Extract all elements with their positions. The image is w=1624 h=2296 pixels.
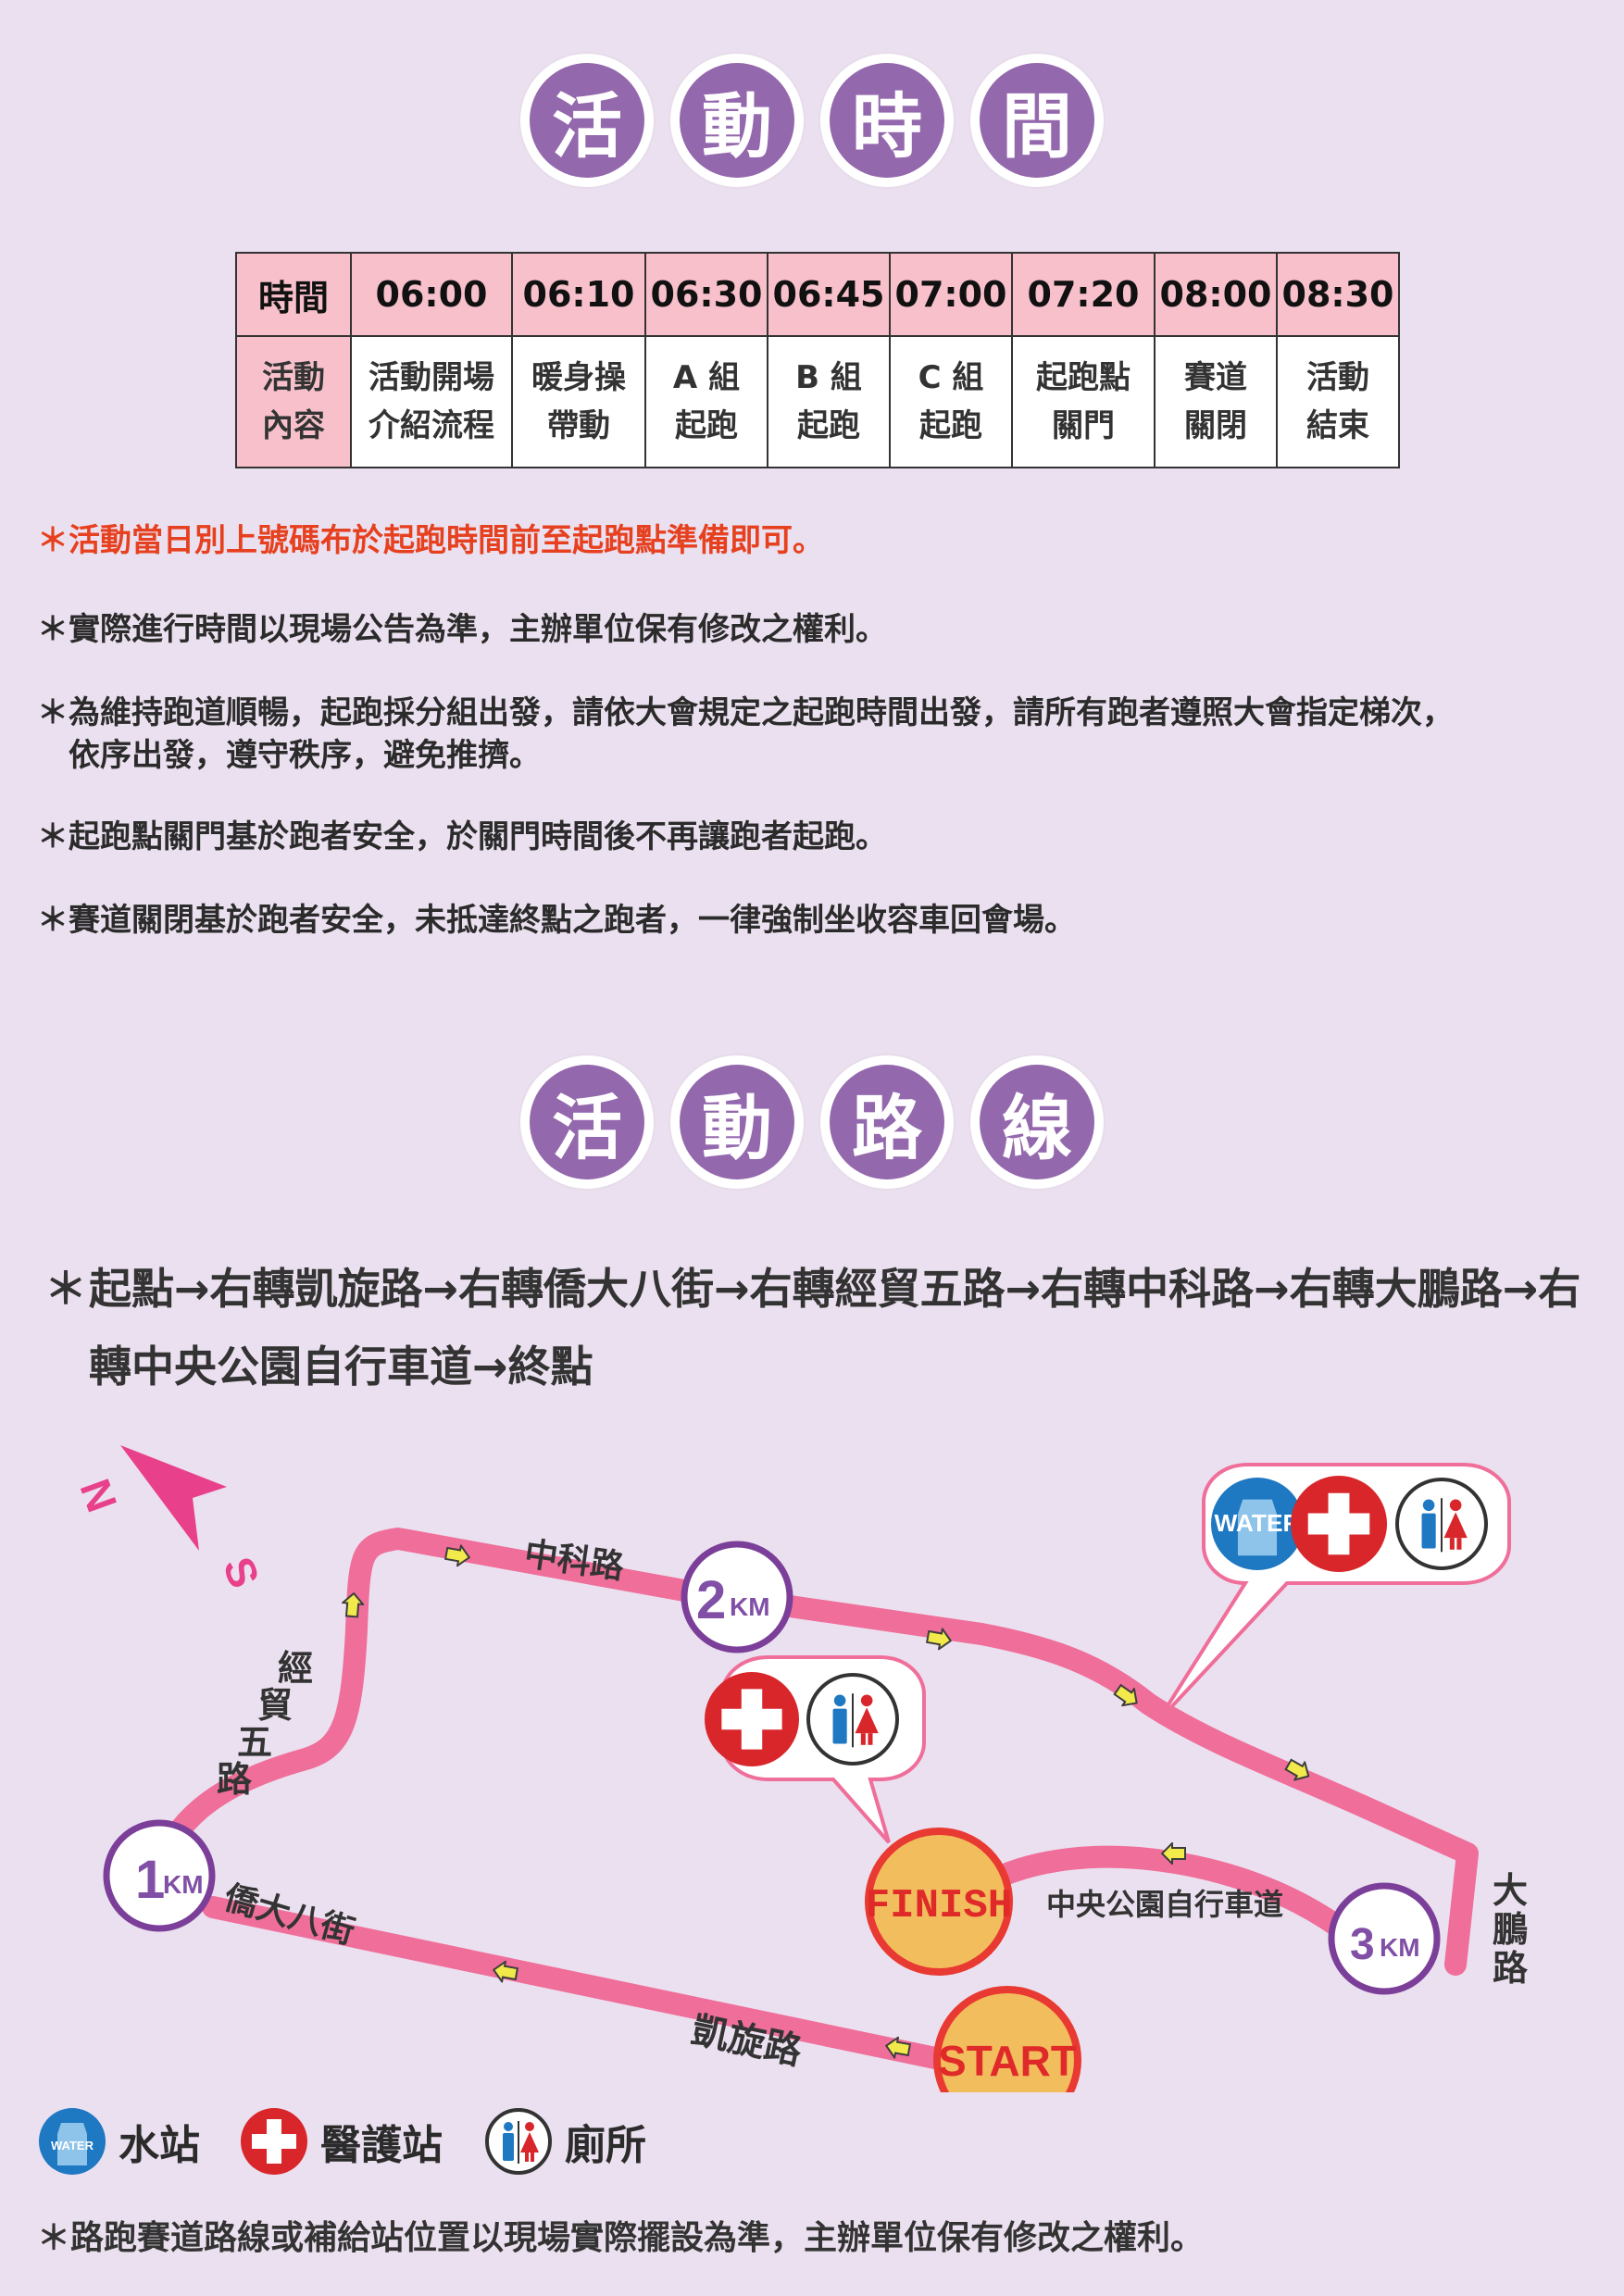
km-marker-2: 2 KM bbox=[681, 1541, 793, 1653]
activity-header: 活動內容 bbox=[235, 335, 352, 468]
road-label-char: 鵬 bbox=[1493, 1909, 1528, 1950]
title-char-circle: 間 bbox=[970, 54, 1104, 187]
route-line bbox=[148, 1528, 1479, 2069]
legend-restroom: 廁所 bbox=[483, 2106, 646, 2177]
medical-cross-icon bbox=[241, 2108, 307, 2175]
road-label-char: 貿 bbox=[257, 1685, 293, 1726]
activity-cell: 暖身操帶動 bbox=[511, 335, 646, 468]
svg-text:KM: KM bbox=[163, 1870, 204, 1899]
note-item: ＊為維持跑道順暢，起跑採分組出發，請依大會規定之起跑時間出發，請所有跑者遵照大會… bbox=[37, 694, 1454, 731]
time-cell: 08:00 bbox=[1154, 252, 1278, 337]
svg-text:WATER: WATER bbox=[51, 2139, 94, 2152]
activity-cell: 活動開場介紹流程 bbox=[350, 335, 513, 468]
title-char-circle: 路 bbox=[820, 1055, 954, 1189]
road-label-char: 經 bbox=[278, 1648, 313, 1689]
restroom-icon bbox=[1395, 1478, 1488, 1570]
time-cell: 07:00 bbox=[889, 252, 1013, 337]
svg-text:3: 3 bbox=[1350, 1920, 1375, 1969]
time-cell: 07:20 bbox=[1011, 252, 1156, 337]
road-label-char: 路 bbox=[1493, 1948, 1529, 1989]
road-label-jingmao-chars: 經貿五路 bbox=[217, 1648, 313, 1800]
svg-text:KM: KM bbox=[1380, 1933, 1420, 1962]
svg-text:START: START bbox=[938, 2037, 1077, 2085]
time-cell: 08:30 bbox=[1276, 252, 1400, 337]
medical-cross-icon bbox=[1291, 1476, 1387, 1572]
note-item: ＊起跑點關門基於跑者安全，於關門時間後不再讓跑者起跑。 bbox=[37, 818, 887, 855]
road-label-jingmao: 經貿五路 bbox=[217, 1648, 313, 1800]
activity-cell: 起跑點關門 bbox=[1011, 335, 1156, 468]
section-title-route: 活 動 路 線 bbox=[0, 1055, 1624, 1189]
note-item: ＊實際進行時間以現場公告為準，主辦單位保有修改之權利。 bbox=[37, 611, 887, 648]
road-label-qiaoda: 僑大八街 bbox=[219, 1878, 359, 1952]
title-char-circle: 動 bbox=[670, 54, 804, 187]
restroom-icon bbox=[806, 1673, 899, 1766]
compass-s-label: S bbox=[214, 1551, 269, 1594]
activity-cell: 活動結束 bbox=[1276, 335, 1400, 468]
svg-text:KM: KM bbox=[730, 1592, 770, 1621]
compass-arrow-icon bbox=[120, 1445, 227, 1551]
time-cell: 06:45 bbox=[767, 252, 891, 337]
svg-text:FINISH: FINISH bbox=[866, 1883, 1012, 1929]
note-item: ＊賽道關閉基於跑者安全，未抵達終點之跑者，一律強制坐收容車回會場。 bbox=[37, 902, 1076, 939]
road-label-char: 五 bbox=[237, 1722, 272, 1763]
legend-medical: 醫護站 bbox=[239, 2106, 443, 2177]
activity-row: 活動內容 活動開場介紹流程 暖身操帶動 A 組起跑 B 組起跑 C 組起跑 起跑… bbox=[235, 335, 1400, 468]
time-cell: 06:10 bbox=[511, 252, 646, 337]
compass: N S bbox=[71, 1445, 269, 1594]
footer-disclaimer: ＊路跑賽道路線或補給站位置以現場實際擺設為準，主辦單位保有修改之權利。 bbox=[37, 2219, 1205, 2257]
water-icon: WATER bbox=[1211, 1478, 1304, 1570]
title-char-circle: 活 bbox=[520, 54, 654, 187]
time-header: 時間 bbox=[235, 252, 352, 337]
title-char-circle: 時 bbox=[820, 54, 954, 187]
km-marker-1: 1 KM bbox=[103, 1819, 216, 1932]
schedule-table: 時間 06:00 06:10 06:30 06:45 07:00 07:20 0… bbox=[235, 252, 1400, 468]
start-marker: START bbox=[933, 1986, 1081, 2092]
title-char-circle: 線 bbox=[970, 1055, 1104, 1189]
road-label-char: 大 bbox=[1493, 1870, 1528, 1911]
road-label-park: 中央公園自行車道 bbox=[1046, 1887, 1283, 1922]
svg-text:WATER: WATER bbox=[1214, 1509, 1300, 1537]
time-cell: 06:00 bbox=[350, 252, 513, 337]
road-label-dapeng: 大鵬路 bbox=[1493, 1870, 1529, 1989]
activity-cell: A 組起跑 bbox=[644, 335, 768, 468]
medical-cross-icon bbox=[705, 1672, 799, 1766]
restroom-icon bbox=[485, 2108, 552, 2175]
time-cell: 06:30 bbox=[644, 252, 768, 337]
compass-n-label: N bbox=[71, 1473, 127, 1518]
section-title-schedule: 活 動 時 間 bbox=[0, 54, 1624, 187]
note-item: ＊活動當日別上號碼布於起跑時間前至起跑點準備即可。 bbox=[37, 522, 824, 559]
activity-cell: 賽道關閉 bbox=[1154, 335, 1278, 468]
road-label-dapeng-chars: 大鵬路 bbox=[1493, 1870, 1529, 1989]
svg-text:1: 1 bbox=[135, 1850, 165, 1910]
note-item-continuation: 依序出發，遵守秩序，避免推擠。 bbox=[69, 737, 541, 774]
finish-marker: FINISH bbox=[865, 1828, 1013, 1976]
road-label-char: 路 bbox=[217, 1759, 253, 1800]
svg-text:2: 2 bbox=[696, 1570, 726, 1630]
title-char-circle: 動 bbox=[670, 1055, 804, 1189]
legend-water: WATER 水站 bbox=[37, 2106, 200, 2177]
activity-cell: C 組起跑 bbox=[889, 335, 1013, 468]
km-marker-3: 3 KM bbox=[1328, 1882, 1441, 1995]
road-label-zhongke: 中科路 bbox=[522, 1535, 628, 1587]
water-icon: WATER bbox=[39, 2108, 106, 2175]
title-char-circle: 活 bbox=[520, 1055, 654, 1189]
route-map: N S 凱旋路 僑大八街 中科路 中央公園自行車道 經貿五路 大鵬路 1 KM … bbox=[71, 1445, 1529, 2092]
activity-cell: B 組起跑 bbox=[767, 335, 891, 468]
time-row: 時間 06:00 06:10 06:30 06:45 07:00 07:20 0… bbox=[235, 252, 1400, 337]
